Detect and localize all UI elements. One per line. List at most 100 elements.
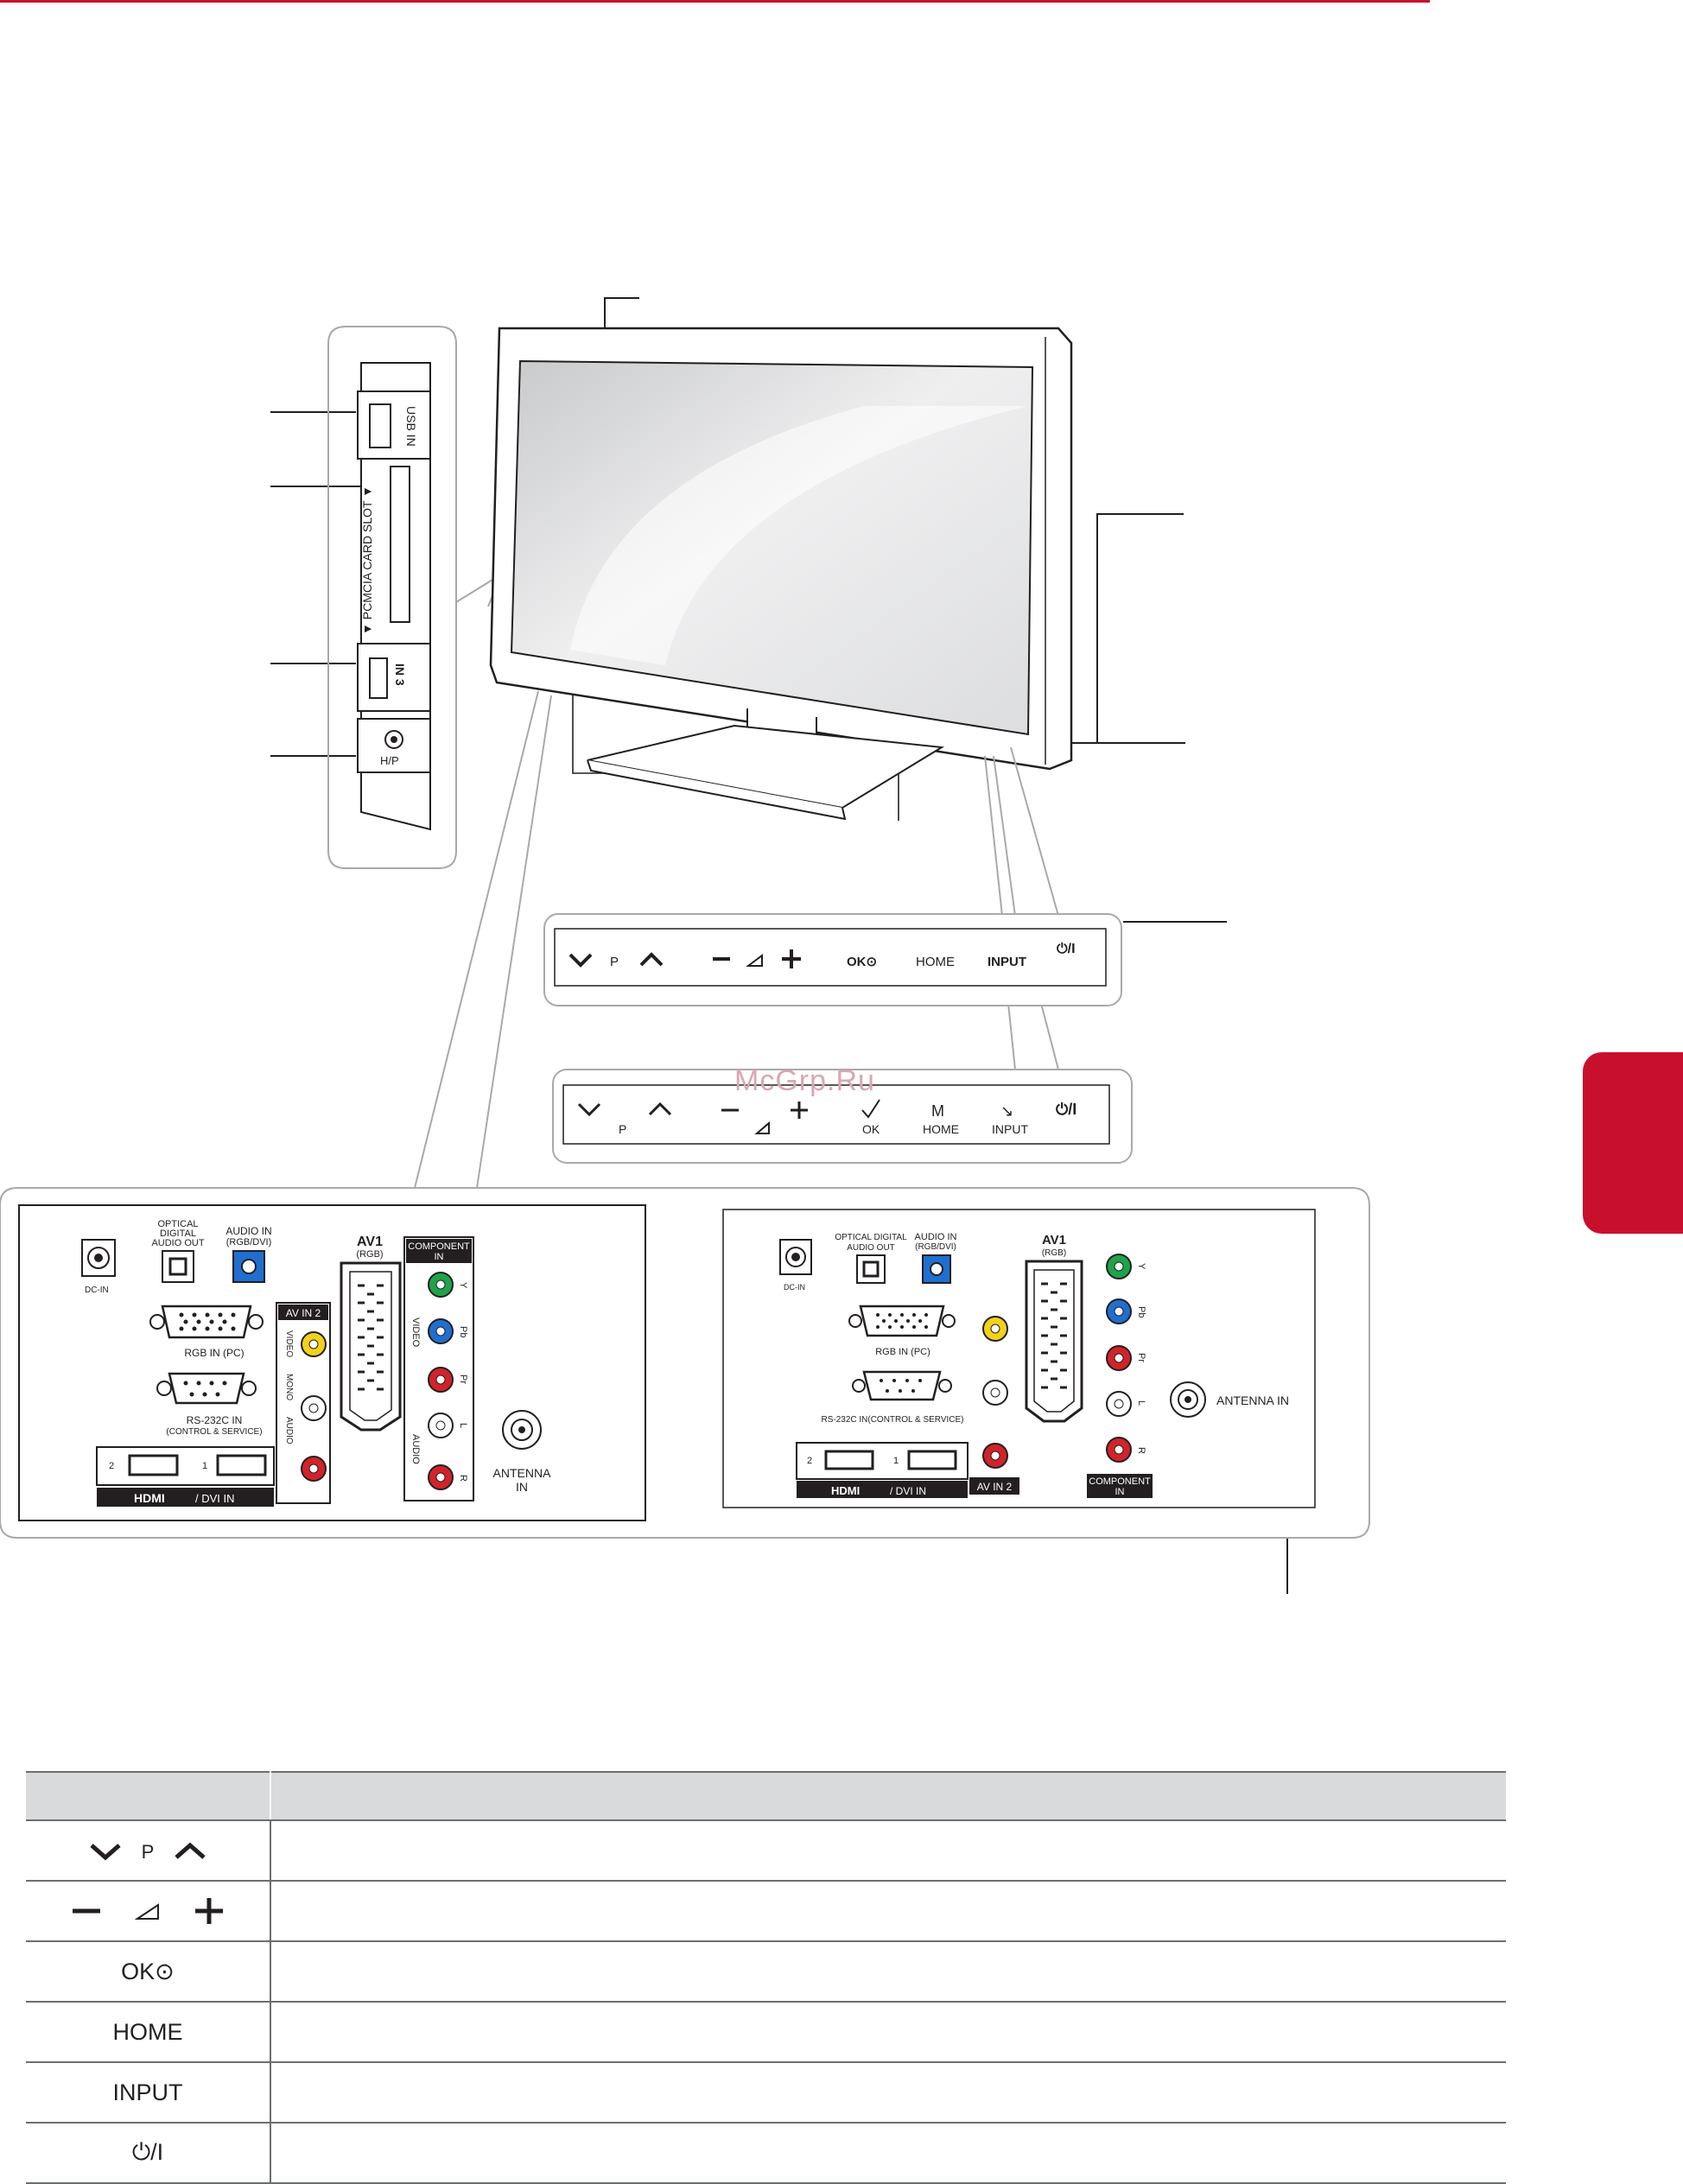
table-header [26,1771,1506,1821]
svg-text:AV1: AV1 [1042,1233,1066,1248]
strip-a-power: ⏻/I [1057,942,1076,956]
strip-a-ok: OK⊙ [847,955,877,969]
description-cell [270,1941,1506,2003]
hp-label: H/P [380,754,399,767]
svg-text:VIDEO: VIDEO [410,1317,421,1348]
svg-text:AV1: AV1 [357,1235,383,1249]
symbol-cell: P [26,1820,271,1882]
strip-a-input: INPUT [988,955,1026,969]
description-cell [270,1881,1506,1942]
svg-text:AUDIO IN: AUDIO IN [225,1225,271,1237]
description-cell [270,1820,1506,1882]
svg-text:Pb: Pb [458,1326,468,1337]
svg-text:AUDIO: AUDIO [410,1434,421,1464]
svg-text:R: R [1136,1447,1146,1454]
svg-text:1: 1 [893,1456,899,1466]
strip-b-power: ⏻/I [1056,1101,1076,1118]
svg-text:L: L [458,1423,468,1428]
svg-text:RS-232C IN(CONTROL & SERVICE): RS-232C IN(CONTROL & SERVICE) [821,1415,963,1425]
svg-text:COMPONENT: COMPONENT [1089,1476,1151,1487]
description-cell [270,2002,1506,2063]
symbol-cell: ⏻/I [26,2123,271,2184]
program-label: P [141,1840,155,1863]
symbol-cell: HOME [26,2002,271,2063]
watermark: McGrp.Ru [734,1064,875,1097]
svg-text:Pb: Pb [1136,1306,1146,1317]
svg-text:HDMI: HDMI [831,1484,860,1497]
chevron-up-icon [175,1843,206,1860]
svg-text:2: 2 [109,1461,114,1471]
svg-text:OPTICAL DIGITAL: OPTICAL DIGITAL [835,1233,907,1242]
svg-text:ANTENNA: ANTENNA [493,1466,552,1480]
svg-text:IN: IN [435,1252,444,1262]
tv-illustration: USB IN ▼ PCMCIA CARD SLOT ▼ IN 3 H/P P O… [0,297,1370,1594]
chapter-tab [1583,1052,1683,1234]
svg-text:AUDIO OUT: AUDIO OUT [847,1243,895,1253]
table-row: P [26,1820,1506,1882]
strip-b-home: HOME [923,1122,959,1136]
hdmi3-label: IN 3 [393,663,407,686]
description-cell [270,2123,1506,2184]
svg-text:Y: Y [1136,1263,1146,1270]
table-row: OK⊙ [26,1941,1506,2003]
table-row [26,1881,1506,1942]
svg-text:AV IN 2: AV IN 2 [977,1481,1013,1493]
svg-text:2: 2 [807,1456,812,1466]
volume-icon [135,1903,159,1920]
svg-text:AUDIO IN: AUDIO IN [915,1232,957,1242]
table-row: ⏻/I [26,2123,1506,2184]
svg-text:OPTICAL: OPTICAL [157,1219,198,1229]
svg-text:MONO: MONO [284,1374,294,1400]
svg-text:DIGITAL: DIGITAL [160,1228,196,1239]
svg-text:AUDIO OUT: AUDIO OUT [151,1238,204,1248]
svg-text:AV IN 2: AV IN 2 [286,1307,321,1319]
svg-text:RGB IN (PC): RGB IN (PC) [184,1347,244,1359]
svg-text:M: M [931,1102,944,1120]
svg-text:Pr: Pr [458,1375,468,1384]
svg-text:DC-IN: DC-IN [784,1283,805,1292]
svg-text:Y: Y [458,1282,468,1289]
svg-text:/ DVI IN: / DVI IN [195,1492,235,1505]
symbol-cell: OK⊙ [26,1941,271,2003]
symbol-cell: INPUT [26,2062,271,2124]
svg-text:L: L [1136,1400,1146,1406]
description-cell [270,2062,1506,2124]
svg-text:AUDIO: AUDIO [284,1417,294,1444]
symbol-cell [26,1881,271,1942]
chevron-down-icon [90,1844,121,1861]
svg-text:↘: ↘ [1000,1102,1013,1120]
svg-text:(RGB/DVI): (RGB/DVI) [915,1242,956,1252]
strip-b-p: P [619,1122,626,1136]
svg-text:RS-232C IN: RS-232C IN [187,1414,243,1426]
svg-text:HDMI: HDMI [134,1491,165,1505]
svg-text:COMPONENT: COMPONENT [408,1241,470,1252]
control-table: P OK⊙ HOME INPUT ⏻/I [26,1771,1506,2184]
svg-text:(RGB): (RGB) [1042,1248,1066,1258]
svg-text:DC-IN: DC-IN [85,1286,109,1295]
svg-text:RGB IN (PC): RGB IN (PC) [875,1347,930,1357]
plus-icon [194,1898,223,1924]
header-cell-1 [26,1771,271,1821]
svg-text:(RGB/DVI): (RGB/DVI) [226,1237,272,1248]
svg-text:1: 1 [202,1461,207,1471]
svg-text:R: R [458,1475,468,1482]
svg-text:VIDEO: VIDEO [284,1330,294,1357]
svg-text:(CONTROL & SERVICE): (CONTROL & SERVICE) [166,1427,262,1437]
svg-text:IN: IN [1115,1487,1125,1497]
svg-text:Pr: Pr [1136,1353,1146,1362]
minus-icon [73,1908,101,1914]
table-row: HOME [26,2002,1506,2063]
svg-text:ANTENNA IN: ANTENNA IN [1216,1394,1289,1407]
svg-text:IN: IN [516,1480,528,1494]
svg-text:/ DVI IN: / DVI IN [890,1485,926,1497]
strip-a-p: P [610,955,619,969]
top-rule [0,0,1430,3]
strip-b-input: INPUT [992,1122,1028,1136]
header-cell-2 [270,1771,1506,1821]
strip-b-ok: OK [862,1122,880,1136]
pcmcia-label: ▼ PCMCIA CARD SLOT ▼ [360,486,374,635]
strip-a-home: HOME [916,955,955,969]
table-row: INPUT [26,2062,1506,2124]
svg-text:(RGB): (RGB) [356,1249,383,1260]
usb-label: USB IN [404,406,418,447]
